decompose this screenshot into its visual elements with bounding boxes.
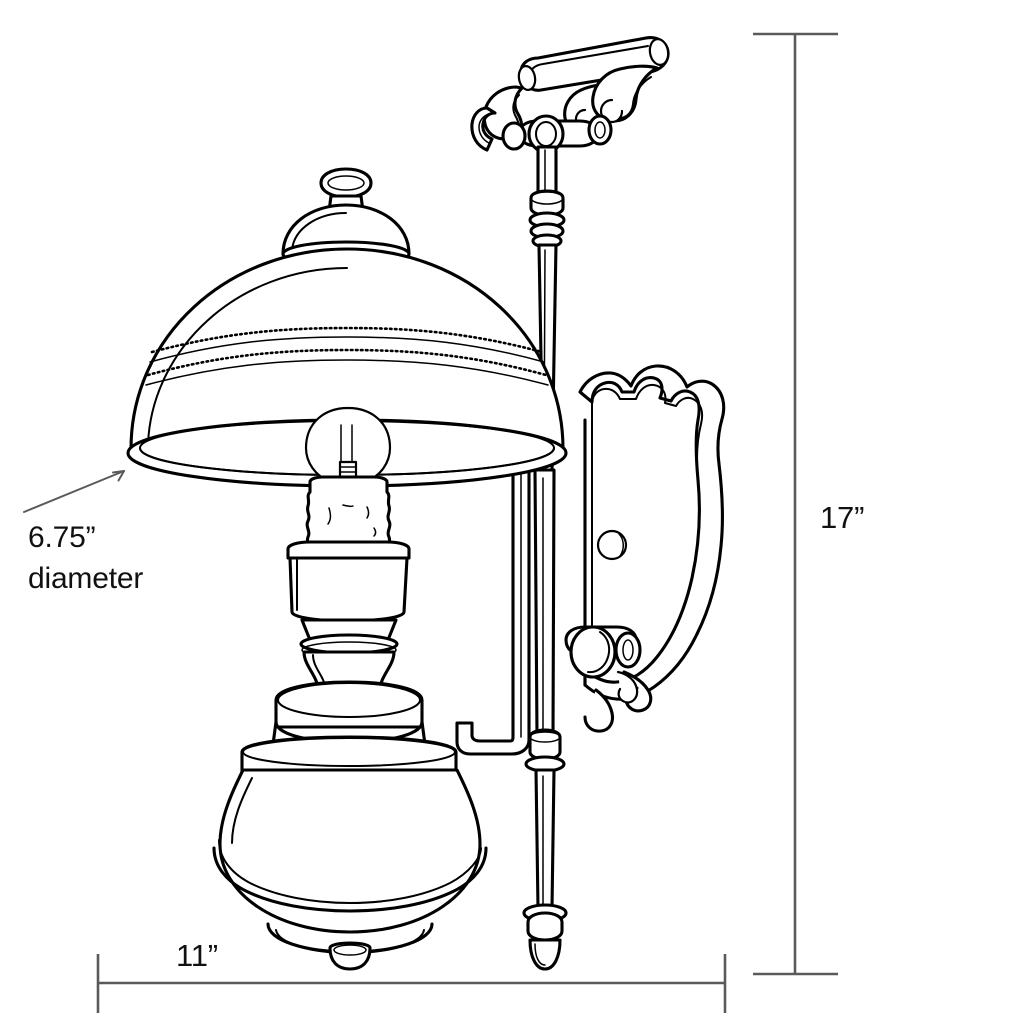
shade-support-arm xyxy=(455,446,531,756)
width-dimension-label: 11” xyxy=(176,938,218,973)
upper-stem-collar xyxy=(528,189,566,249)
socket-cup xyxy=(286,540,411,623)
turned-neck xyxy=(299,618,399,692)
urn-body xyxy=(212,680,488,971)
shade-beaded-bands xyxy=(145,326,549,386)
candle-sleeve xyxy=(305,475,392,552)
rod-bottom-finial xyxy=(522,903,568,971)
diameter-dimension-label: 6.75” diameter xyxy=(28,518,143,599)
top-scroll-finial xyxy=(470,36,670,154)
lower-ball-joint xyxy=(564,625,642,704)
height-dimension-label: 17” xyxy=(820,500,865,535)
diameter-leader-line xyxy=(23,470,125,513)
width-dimension-line xyxy=(96,954,727,1013)
diameter-value: 6.75” xyxy=(28,521,96,554)
vertical-rod-lower xyxy=(522,468,568,971)
diameter-word: diameter xyxy=(28,561,144,595)
bottom-finial xyxy=(328,941,372,971)
height-dimension-line xyxy=(753,32,838,976)
backplate-boss xyxy=(596,529,628,561)
light-bulb xyxy=(304,406,392,483)
